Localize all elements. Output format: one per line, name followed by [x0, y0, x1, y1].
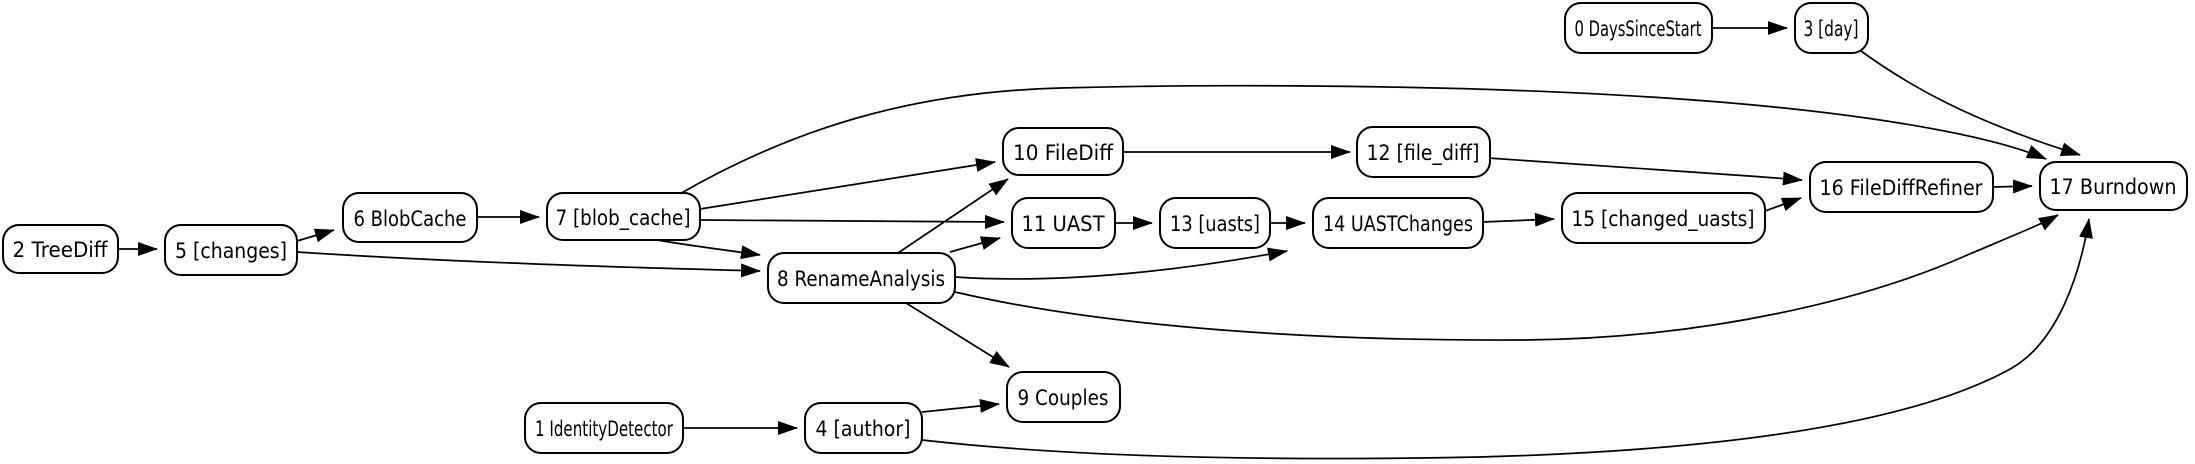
- graph-edge-15-to-16: [1764, 197, 1802, 212]
- svg-text:8 RenameAnalysis: 8 RenameAnalysis: [777, 267, 945, 291]
- graph-edge-4-to-9: [921, 399, 1000, 413]
- graph-edge-8-to-11: [949, 236, 1001, 253]
- graph-edge-8-to-17: [954, 214, 2059, 341]
- svg-text:6 BlobCache: 6 BlobCache: [354, 207, 467, 231]
- svg-text:13 [uasts]: 13 [uasts]: [1170, 212, 1260, 236]
- graph-edge-8-to-10: [897, 178, 1009, 254]
- graph-edge-3-to-17: [1860, 50, 2081, 157]
- graph-node-blob-cache: 6 BlobCache: [342, 192, 478, 243]
- graph-edge-8-to-14: [954, 247, 1288, 280]
- graph-node-identity-detector: 1 IdentityDetector: [524, 402, 684, 454]
- graph-edge-12-to-16: [1487, 157, 1803, 186]
- graph-edge-7-to-17: [677, 84, 2047, 196]
- graph-node-couples: 9 Couples: [1006, 371, 1121, 423]
- graph-node-file-diff-refiner: 16 FileDiffRefiner: [1809, 161, 1994, 213]
- graph-edge-7-to-10: [699, 158, 996, 210]
- svg-text:17 Burndown: 17 Burndown: [2050, 175, 2177, 199]
- graph-edge-5-to-8: [296, 251, 761, 278]
- graph-node-uast-changes: 14 UASTChanges: [1312, 197, 1484, 249]
- graph-node-day: 3 [day]: [1794, 2, 1869, 54]
- graph-node-uasts: 13 [uasts]: [1159, 197, 1271, 249]
- svg-text:9 Couples: 9 Couples: [1018, 386, 1109, 410]
- graph-edge-8-to-9: [905, 302, 1010, 368]
- graph-node-days-since-start: 0 DaysSinceStart: [1564, 2, 1713, 54]
- graph-edge-14-to-15: [1482, 212, 1555, 227]
- graph-node-burndown: 17 Burndown: [2039, 161, 2188, 211]
- svg-text:16 FileDiffRefiner: 16 FileDiffRefiner: [1820, 176, 1983, 200]
- svg-text:4 [author]: 4 [author]: [816, 417, 911, 441]
- graph-node-file-diff-output: 12 [file_diff]: [1356, 126, 1491, 178]
- graph-edge-16-to-17: [1992, 179, 2033, 194]
- node-layer: 0 DaysSinceStart 1 IdentityDetector 2 Tr…: [2, 2, 2188, 454]
- edge-layer: [118, 21, 2093, 460]
- graph-node-changed-uasts: 15 [changed_uasts]: [1561, 192, 1766, 244]
- graph-edge-4-to-17: [921, 218, 2093, 460]
- graph-node-author: 4 [author]: [804, 402, 923, 454]
- svg-text:1 IdentityDetector: 1 IdentityDetector: [535, 417, 673, 441]
- svg-text:12 [file_diff]: 12 [file_diff]: [1367, 141, 1480, 166]
- svg-text:7 [blob_cache]: 7 [blob_cache]: [556, 206, 691, 231]
- graph-node-tree-diff: 2 TreeDiff: [2, 224, 119, 274]
- svg-text:2 TreeDiff: 2 TreeDiff: [13, 238, 109, 262]
- svg-text:5 [changes]: 5 [changes]: [175, 239, 287, 263]
- graph-edge-5-to-6: [296, 228, 335, 243]
- svg-text:0 DaysSinceStart: 0 DaysSinceStart: [1575, 17, 1702, 41]
- svg-text:14 UASTChanges: 14 UASTChanges: [1323, 212, 1473, 236]
- svg-text:15 [changed_uasts]: 15 [changed_uasts]: [1572, 207, 1755, 232]
- svg-text:11 UAST: 11 UAST: [1022, 212, 1105, 236]
- graph-node-file-diff: 10 FileDiff: [1002, 127, 1124, 176]
- graph-edge-7-to-11: [699, 214, 1005, 229]
- graph-node-rename-analysis: 8 RenameAnalysis: [767, 252, 956, 304]
- graph-node-changes: 5 [changes]: [164, 224, 298, 276]
- graph-edge-7-to-8: [656, 239, 761, 260]
- svg-text:10 FileDiff: 10 FileDiff: [1013, 141, 1114, 165]
- graph-node-uast: 11 UAST: [1011, 197, 1116, 249]
- svg-text:3 [day]: 3 [day]: [1804, 17, 1859, 41]
- graph-node-blob-cache-output: 7 [blob_cache]: [546, 192, 701, 241]
